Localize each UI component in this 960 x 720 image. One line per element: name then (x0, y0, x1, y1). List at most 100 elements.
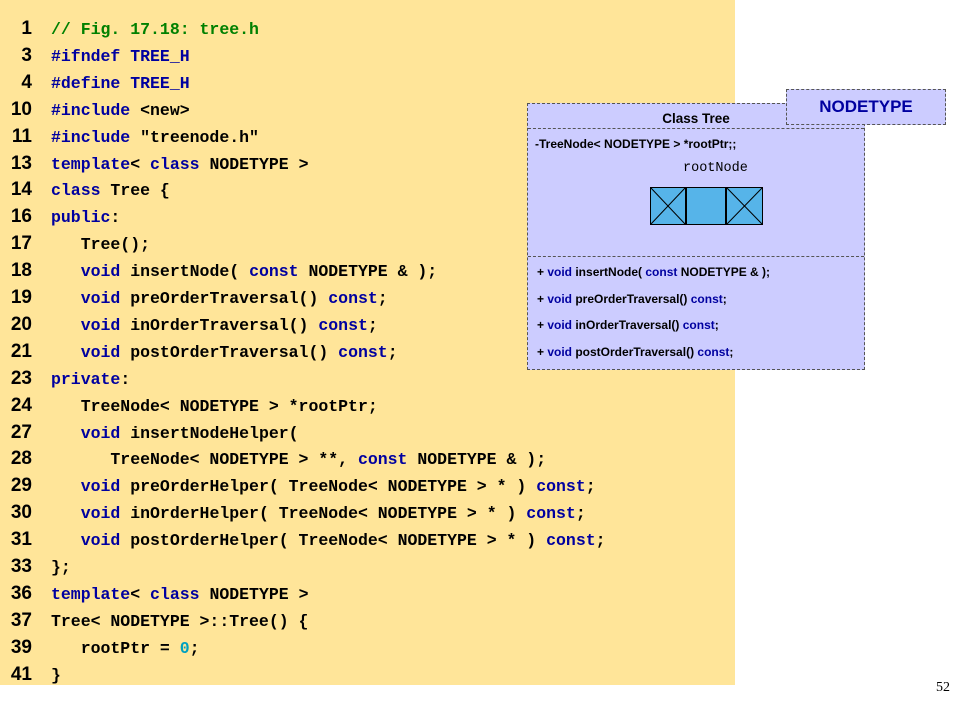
line-number: 13 (10, 152, 32, 174)
code-token: NODETYPE > (199, 154, 309, 174)
code-token: class (51, 181, 101, 201)
code-token: public (51, 208, 111, 228)
line-number: 3 (21, 44, 32, 66)
line-number: 11 (11, 125, 32, 147)
code-token: const (328, 289, 378, 308)
code-text: void preOrderTraversal() const; (51, 289, 388, 308)
method-token: insertNode( (572, 265, 646, 279)
code-text: // Fig. 17.18: tree.h (51, 20, 259, 39)
code-token: ; (595, 531, 606, 551)
code-token: void (80, 289, 121, 308)
class-method: + void postOrderTraversal() const; (537, 345, 733, 359)
code-token: // Fig. 17.18: tree.h (51, 20, 259, 39)
code-token: ; (585, 477, 596, 497)
line-number: 18 (10, 260, 32, 282)
code-token: #include (51, 100, 131, 120)
code-token: 0 (179, 638, 190, 658)
code-text: void postOrderTraversal() const; (51, 343, 398, 362)
code-text: void insertNodeHelper( (51, 424, 299, 443)
code-text: private: (51, 370, 130, 389)
template-parameter-label: NODETYPE (819, 97, 913, 116)
line-number: 23 (10, 367, 32, 389)
line-number: 19 (10, 287, 32, 308)
code-token: preOrderTraversal() (120, 289, 329, 308)
template-parameter-box: NODETYPE (786, 89, 946, 125)
code-token: NODETYPE > (199, 584, 309, 604)
code-token: }; (51, 558, 71, 577)
line-number: 31 (10, 529, 32, 551)
code-token: : (120, 369, 131, 389)
code-text: template< class NODETYPE > (51, 585, 308, 604)
code-token: } (51, 665, 61, 685)
code-token: ; (387, 342, 398, 362)
code-token (51, 504, 81, 523)
code-token: preOrderHelper( TreeNode< NODETYPE > * ) (120, 477, 537, 497)
method-token: + (537, 291, 548, 306)
code-token: < (130, 584, 151, 604)
line-number: 21 (10, 340, 32, 362)
code-token: void (80, 531, 121, 551)
code-token (51, 424, 81, 443)
code-token: void (80, 504, 121, 524)
code-text: TreeNode< NODETYPE > **, const NODETYPE … (51, 450, 546, 469)
line-number: 1 (21, 18, 32, 39)
code-token: #include (51, 127, 131, 147)
method-token: void (547, 318, 573, 332)
method-token: + (537, 265, 548, 279)
method-token: const (682, 318, 715, 332)
line-number: 16 (10, 206, 32, 228)
line-number: 20 (10, 313, 32, 335)
code-token: "treenode.h" (130, 127, 259, 147)
code-token: template (51, 584, 131, 604)
code-token: const (249, 262, 299, 282)
code-text: void inOrderTraversal() const; (51, 316, 378, 335)
line-number: 41 (10, 663, 32, 685)
code-text: rootPtr = 0; (51, 639, 200, 658)
code-token: Tree { (100, 181, 170, 201)
code-token: insertNode( (120, 262, 250, 282)
code-token: insertNodeHelper( (120, 423, 299, 443)
code-token (51, 316, 81, 335)
code-token: <new> (130, 100, 190, 120)
line-number: 14 (10, 179, 32, 201)
line-number: 27 (10, 421, 32, 443)
method-token: + (537, 318, 548, 332)
code-token: const (546, 531, 596, 551)
code-token (51, 531, 81, 550)
method-token: ; (714, 318, 719, 332)
line-number: 10 (10, 98, 32, 120)
code-token (51, 343, 81, 362)
code-token: void (80, 315, 121, 335)
method-token: const (690, 291, 723, 306)
code-text: void postOrderHelper( TreeNode< NODETYPE… (51, 531, 606, 550)
code-token: template (51, 154, 131, 174)
line-number: 4 (21, 71, 32, 93)
code-text: TreeNode< NODETYPE > *rootPtr; (51, 397, 378, 416)
line-number: 30 (10, 502, 32, 524)
code-token: ; (575, 504, 586, 524)
code-text: public: (51, 208, 120, 227)
class-method: + void preOrderTraversal() const; (537, 292, 727, 306)
code-token: #ifndef TREE_H (51, 46, 190, 66)
code-token: #define TREE_H (51, 73, 190, 93)
code-token: TreeNode< NODETYPE > **, (51, 450, 358, 470)
method-token: const (697, 344, 730, 359)
code-token: void (80, 262, 121, 282)
page-number: 52 (936, 680, 950, 695)
code-token: postOrderHelper( TreeNode< NODETYPE > * … (120, 531, 547, 551)
line-number: 29 (10, 475, 32, 497)
code-token: Tree(); (51, 235, 151, 255)
class-method: + void inOrderTraversal() const; (537, 318, 719, 332)
line-number: 17 (10, 233, 32, 255)
code-token: const (357, 450, 408, 470)
method-token: void (547, 265, 573, 279)
code-token: void (80, 423, 121, 443)
method-token: postOrderTraversal() (572, 344, 698, 359)
code-text: #define TREE_H (51, 74, 190, 93)
code-token: rootPtr = (51, 638, 180, 658)
line-number: 24 (10, 394, 32, 416)
code-token: void (80, 342, 121, 362)
code-text: class Tree { (51, 181, 170, 200)
code-text: #include "treenode.h" (51, 128, 259, 147)
method-token: ; (722, 291, 727, 306)
